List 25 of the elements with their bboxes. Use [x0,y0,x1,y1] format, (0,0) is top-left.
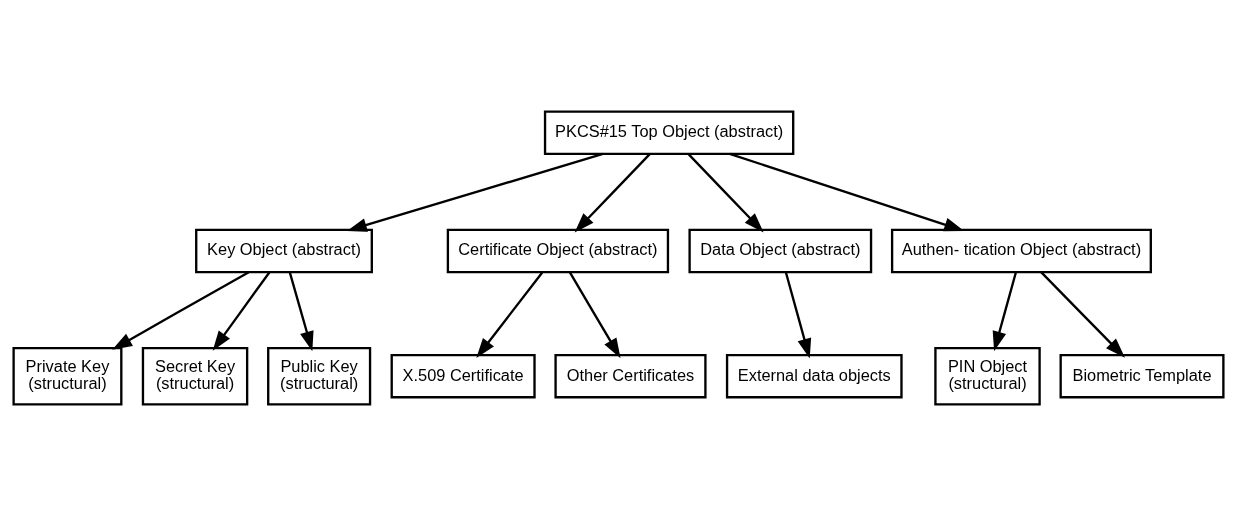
node-box: PIN Object (structural) [934,346,1041,405]
arrow [212,271,271,351]
node-box: Other Certificates [554,353,707,398]
arrow [288,271,314,351]
node-box: Private Key (structural) [12,346,123,405]
node-box: Public Key (structural) [267,346,372,405]
arrow [476,271,544,358]
arrow [784,271,812,359]
node-box: External data objects [725,353,903,398]
arrow [568,271,621,358]
node-box: X.509 Certificate [390,353,536,398]
node-box: Certificate Object (abstract) [446,228,670,273]
node-box: Secret Key (structural) [141,346,249,405]
arrow [112,270,250,350]
node-box: Biometric Template [1059,353,1225,398]
arrow [687,152,764,232]
arrow [1040,271,1125,358]
arrow [992,271,1017,351]
node-box: Key Object (abstract) [195,228,373,273]
arrow [574,152,651,232]
arrow [346,152,604,232]
node-box: PKCS#15 Top Object (abstract) [543,110,795,155]
node-box: Data Object (abstract) [688,228,873,273]
node-box: Authen- tication Object (abstract) [890,228,1152,273]
arrow [729,152,965,231]
